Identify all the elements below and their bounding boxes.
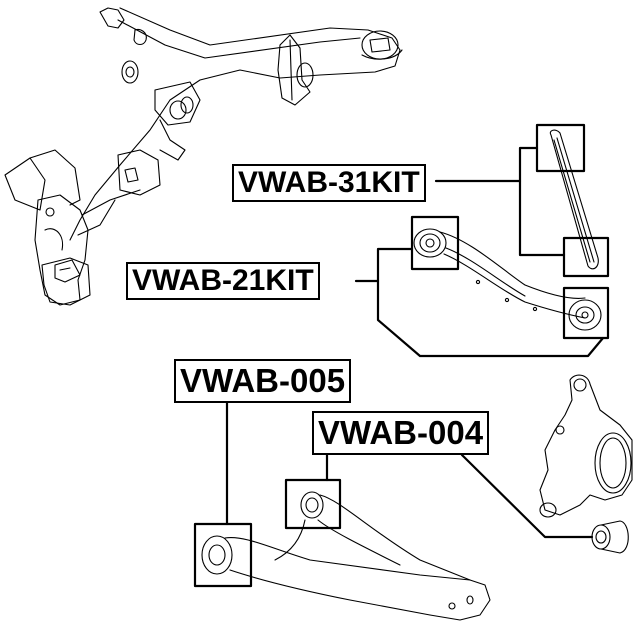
part-label-vwab-004: VWAB-004 bbox=[312, 411, 490, 455]
part-label-vwab-31kit: VWAB-31KIT bbox=[232, 164, 426, 202]
callout-box-21kit-outer bbox=[562, 286, 610, 340]
wishbone-illustration bbox=[201, 491, 491, 621]
callout-boxes bbox=[193, 123, 610, 588]
subframe-illustration bbox=[4, 7, 403, 306]
callout-box-004-wishbone bbox=[284, 478, 342, 530]
loose-bushing-illustration bbox=[591, 520, 629, 554]
leader-lines bbox=[225, 146, 605, 539]
part-label-vwab-005: VWAB-005 bbox=[174, 359, 352, 403]
callout-box-005 bbox=[193, 522, 253, 588]
knuckle-illustration bbox=[539, 374, 633, 518]
curved-arm-illustration bbox=[413, 228, 602, 331]
callout-box-21kit-inner bbox=[410, 215, 460, 271]
part-label-vwab-21kit: VWAB-21KIT bbox=[126, 262, 320, 300]
upper-link-arm-illustration bbox=[549, 129, 599, 270]
callout-box-31kit-lower bbox=[562, 236, 610, 278]
